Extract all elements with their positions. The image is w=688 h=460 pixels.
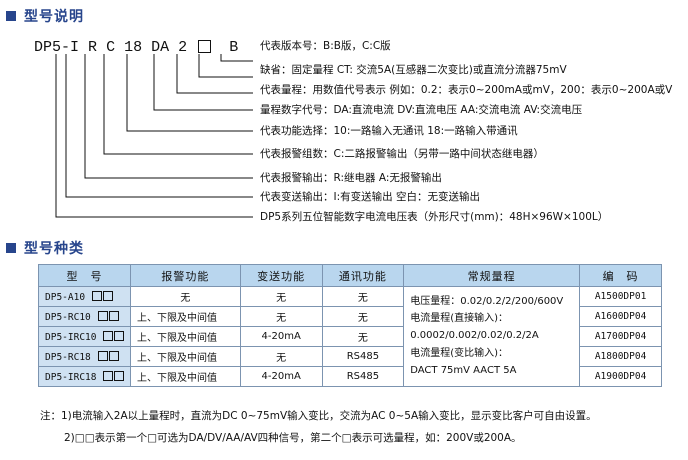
cell-transmit: 4-20mA: [239, 366, 323, 387]
code-part-b: B: [229, 39, 239, 56]
model-code-connector-tree: [55, 54, 253, 218]
header-transmit: 变送功能: [239, 264, 323, 287]
cell-comm: 无: [321, 286, 405, 307]
range-line: DACT 75mV AACT 5A: [410, 364, 517, 376]
connector-i: [65, 54, 253, 198]
cell-model: DP5-IRC10: [38, 326, 131, 347]
desc-series: DP5系列五位智能数字电流电压表（外形尺寸(mm)：48H×96W×100L）: [260, 211, 609, 223]
connector-dp5: [55, 54, 253, 218]
desc-range-type: 量程数字代号：DA:直流电流 DV:直流电压 AA:交流电流 AV:交流电压: [260, 104, 583, 116]
cell-model: DP5-A10: [38, 286, 131, 307]
connector-c: [103, 54, 253, 155]
desc-alarm-groups: 代表报警组数：C:二路报警输出（另带一路中间状态继电器）: [260, 148, 544, 160]
cell-comm: RS485: [321, 346, 405, 367]
cell-code: A1700DP04: [579, 326, 662, 347]
desc-function: 代表功能选择：10:一路输入无通讯 18:一路输入带通讯: [260, 125, 518, 137]
cell-code: A1800DP04: [579, 346, 662, 367]
code-part-i: I: [70, 39, 80, 56]
model-code: DP5-I R C 18 DA 2 B: [34, 39, 238, 56]
desc-version: 代表版本号：B:B版，C:C版: [260, 40, 391, 52]
code-placeholder-box: [198, 40, 212, 53]
table-row: DP5-RC18 上、下限及中间值 无 RS485 A1800DP04: [38, 346, 662, 367]
cell-code: A1500DP01: [579, 286, 662, 307]
connector-da: [153, 54, 253, 111]
table-row: DP5-IRC18 上、下限及中间值 4-20mA RS485 A1900DP0…: [38, 366, 662, 387]
header-alarm: 报警功能: [129, 264, 241, 287]
connector-2: [176, 54, 253, 94]
cell-alarm: 无: [129, 286, 241, 307]
note-2: 2)□□表示第一个□可选为DA/DV/AA/AV四种信号，第二个□表示可选量程，…: [64, 432, 522, 444]
range-line: 0.0002/0.002/0.02/0.2/2A: [410, 330, 539, 342]
section-title: 型号说明: [24, 9, 84, 25]
header-comm: 通讯功能: [321, 264, 405, 287]
connector-box: [198, 54, 253, 78]
table-row: DP5-A10 无 无 无 电压量程：0.02/0.2/2/200/600V 电…: [38, 286, 662, 387]
code-part-c: C: [106, 39, 116, 56]
cell-model: DP5-RC18: [38, 346, 131, 367]
note-1: 注：1)电流输入2A以上量程时，直流为DC 0~75mV输入变比，交流为AC 0…: [40, 410, 597, 422]
cell-transmit: 无: [239, 306, 323, 327]
cell-alarm: 上、下限及中间值: [129, 306, 241, 327]
range-line: 电流量程(变比输入)：: [410, 347, 509, 359]
section-square-icon: [6, 243, 16, 253]
header-code: 编 码: [579, 264, 662, 287]
cell-range: 电压量程：0.02/0.2/2/200/600V 电流量程(直接输入)： 0.0…: [403, 286, 581, 387]
range-line: 电流量程(直接输入)：: [410, 313, 509, 325]
header-range: 常规量程: [403, 264, 581, 287]
cell-comm: RS485: [321, 366, 405, 387]
code-part-18: 18: [124, 39, 143, 56]
cell-transmit: 4-20mA: [239, 326, 323, 347]
section-square-icon: [6, 11, 16, 21]
desc-alarm-output: 代表报警输出：R:继电器 A:无报警输出: [260, 172, 442, 184]
code-part-2: 2: [178, 39, 188, 56]
cell-alarm: 上、下限及中间值: [129, 346, 241, 367]
cell-code: A1600DP04: [579, 306, 662, 327]
table-row: DP5-RC10 上、下限及中间值 无 无 A1600DP04: [38, 306, 662, 327]
model-types-table: 型 号 报警功能 变送功能 通讯功能 常规量程 编 码 DP5-A10 无 无 …: [38, 264, 662, 387]
cell-transmit: 无: [239, 346, 323, 367]
section-title: 型号种类: [24, 241, 84, 257]
connector-18: [126, 54, 253, 132]
code-part-r: R: [88, 39, 98, 56]
cell-model: DP5-IRC18: [38, 366, 131, 387]
connector-b: [220, 54, 253, 62]
cell-transmit: 无: [239, 286, 323, 307]
desc-default-range: 缺省：固定量程 CT: 交流5A(互感器二次变比)或直流分流器75mV: [260, 64, 567, 76]
cell-comm: 无: [321, 306, 405, 327]
cell-model: DP5-RC10: [38, 306, 131, 327]
cell-alarm: 上、下限及中间值: [129, 366, 241, 387]
section-model-types: 型号种类: [6, 238, 84, 258]
cell-comm: 无: [321, 326, 405, 347]
code-prefix: DP5-: [34, 39, 71, 56]
connector-r: [84, 54, 253, 179]
cell-code: A1900DP04: [579, 366, 662, 387]
range-line: 电压量程：0.02/0.2/2/200/600V: [410, 296, 564, 307]
desc-range-code: 代表量程：用数值代号表示 例如：0.2：表示0~200mA或mV，200：表示0…: [260, 84, 673, 96]
code-part-da: DA: [151, 39, 170, 56]
section-model-description: 型号说明: [6, 6, 84, 26]
table-header-row: 型 号 报警功能 变送功能 通讯功能 常规量程 编 码: [38, 264, 662, 287]
cell-alarm: 上、下限及中间值: [129, 326, 241, 347]
desc-transmit-output: 代表变送输出：I:有变送输出 空白：无变送输出: [260, 191, 480, 203]
header-model: 型 号: [38, 264, 131, 287]
